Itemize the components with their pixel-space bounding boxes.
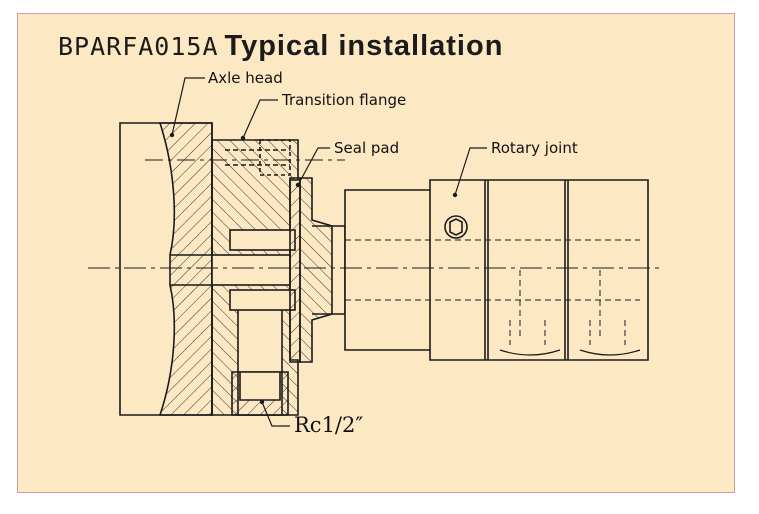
rotary-joint bbox=[344, 179, 649, 361]
callout-port-thread: Rc1/2″ bbox=[294, 413, 364, 437]
callout-transition-flange: Transition flange bbox=[282, 91, 407, 109]
seal-pad bbox=[289, 177, 346, 363]
callout-seal-pad: Seal pad bbox=[334, 139, 400, 157]
axle-head bbox=[119, 122, 213, 416]
transition-flange bbox=[211, 139, 299, 416]
callout-rotary-joint: Rotary joint bbox=[491, 139, 578, 157]
callout-axle-head: Axle head bbox=[208, 69, 283, 87]
model-number: BPARFA015A bbox=[58, 32, 219, 61]
title-text: Typical installation bbox=[224, 30, 504, 62]
leader-lines bbox=[171, 77, 487, 427]
